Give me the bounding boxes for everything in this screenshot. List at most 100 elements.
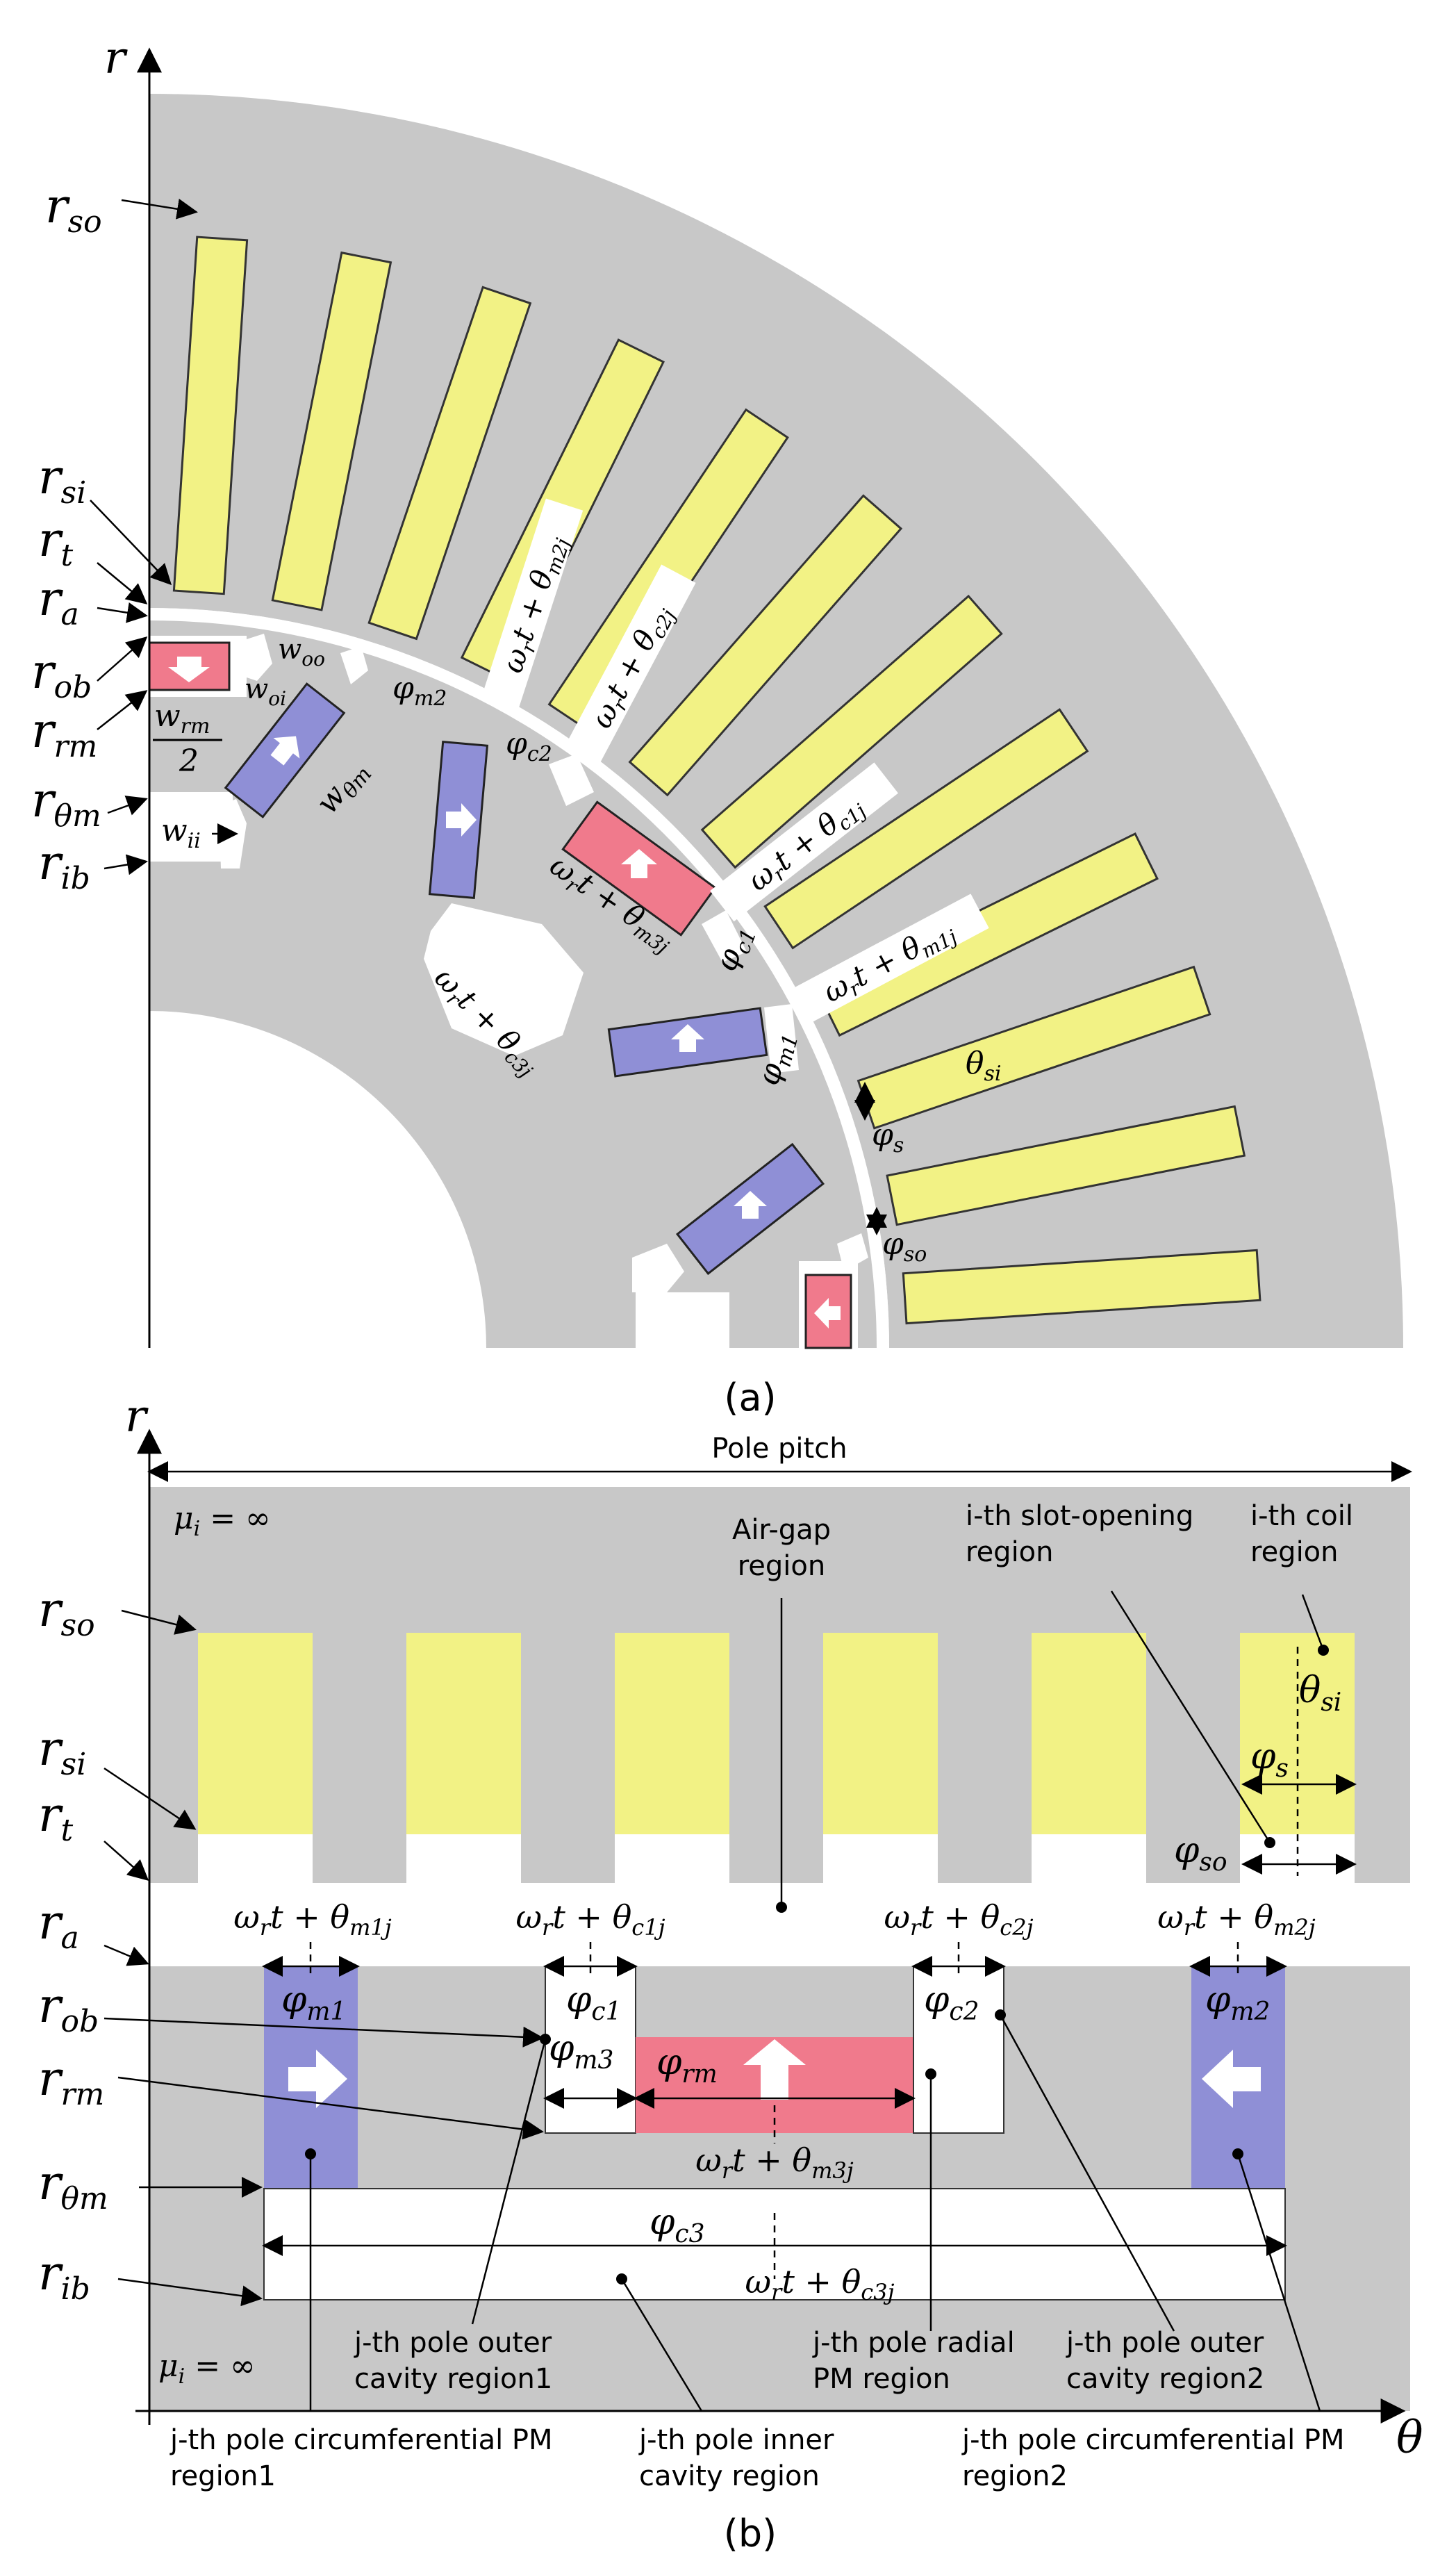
label-r-theta-m-a: rθm <box>31 773 101 834</box>
wt-m1-bg <box>786 894 989 1026</box>
leader-r-so-a <box>121 198 198 220</box>
cavity-m1 <box>764 1004 799 1073</box>
leader-outer-cavity2 <box>999 2014 1175 2332</box>
leader-r-si-a <box>90 500 172 586</box>
leader-slot-opening <box>1110 1590 1271 1843</box>
axis-r-b-label: r <box>125 1391 149 1442</box>
stator-coils <box>172 236 1261 1325</box>
cavity-wedge-1 <box>247 634 272 681</box>
pm-blue-2-arrow <box>446 803 477 837</box>
leader-r-t-b <box>104 1841 149 1881</box>
coil-b-2 <box>406 1633 521 1834</box>
outer-cavity-2-b <box>913 1966 1004 2134</box>
stator-coil-a <box>886 1105 1246 1226</box>
cavity-c3 <box>424 903 584 1056</box>
pm-circ-1-arrow <box>288 2050 347 2108</box>
stator-coil-a <box>628 494 903 797</box>
stator-coil-a <box>902 1249 1261 1325</box>
mu-bottom: μi = ∞ <box>158 2348 256 2389</box>
stator-coil-a <box>271 251 392 611</box>
label-r-t-b: rt <box>38 1788 74 1848</box>
cavity-bottom <box>636 1292 729 1348</box>
leader-inner-cavity <box>620 2278 703 2412</box>
stator-coil-a <box>763 708 1089 950</box>
stator-coil-a <box>367 286 532 641</box>
rotor-pole-features <box>148 634 868 1349</box>
label-r-ib-a: rib <box>38 836 90 896</box>
label-wt-m2-b: ωrt + θm2j <box>1157 1898 1315 1941</box>
leader-r-si-b <box>104 1767 197 1830</box>
leader-r-so-b <box>121 1609 197 1635</box>
pm-blue-3-arrow <box>671 1024 704 1052</box>
coil-b-3 <box>615 1633 729 1834</box>
label-r-ob-a: rob <box>31 645 92 705</box>
cavity-wedge-2 <box>340 646 368 684</box>
mu-top: μi = ∞ <box>174 1501 271 1541</box>
coil-b-4 <box>823 1633 938 1834</box>
figure-a: r rso rsi rt ra rob rrm rθm rib woo woi … <box>31 33 1403 1419</box>
label-r-theta-m-b: rθm <box>38 2156 108 2216</box>
cavity-c2 <box>549 754 594 806</box>
label-wt-c1-b: ωrt + θc1j <box>516 1898 665 1941</box>
caption-a: (a) <box>724 1376 776 1419</box>
leader-r-a-a <box>97 602 148 623</box>
wt-c1-bg <box>710 762 898 922</box>
label-wt-c2-b: ωrt + θc2j <box>884 1898 1034 1941</box>
leader-r-a-b <box>104 1944 149 1966</box>
leader-outer-cavity1 <box>471 2039 547 2325</box>
caption-b: (b) <box>724 2512 777 2555</box>
slot-open-b-5 <box>1032 1834 1146 1883</box>
label-phi-rm-b: φrm <box>656 2041 718 2089</box>
cavity-c1 <box>702 910 747 962</box>
radius-labels-b: rso rsi rt ra rob rrm rθm rib <box>38 1583 544 2307</box>
label-r-ob-b: rob <box>38 1979 99 2039</box>
label-r-so-a: rso <box>45 179 102 240</box>
leader-coil <box>1301 1594 1325 1651</box>
stator-coil-a <box>700 594 1003 869</box>
pole-pitch-label: Pole pitch <box>711 1433 847 1465</box>
label-r-so-b: rso <box>38 1583 95 1643</box>
axis-r-a-label: r <box>104 33 128 84</box>
label-theta-si-a: θsi <box>966 1046 1002 1086</box>
pm-circ-2-arrow <box>1202 2050 1261 2108</box>
coil-b-5 <box>1032 1633 1146 1834</box>
label-r-ib-b: rib <box>38 2246 90 2307</box>
leader-r-rm-b <box>117 2076 544 2140</box>
leader-r-rm-a <box>97 690 148 730</box>
label-theta-si-b: θsi <box>1299 1670 1341 1717</box>
figure-b: r θ Pole pitch μi = ∞ μi = ∞ rso rsi rt … <box>38 1391 1423 2555</box>
label-phi-so-a: φso <box>882 1226 927 1267</box>
wt-c2-bg <box>563 564 696 767</box>
wt-m2-bg <box>481 498 584 709</box>
label-wt-m1-b: ωrt + θm1j <box>233 1898 391 1941</box>
label-r-a-a: ra <box>38 572 79 632</box>
coils-b <box>198 1633 1355 1883</box>
pm-blue-4-arrow <box>734 1191 767 1219</box>
coil-b-1 <box>198 1633 313 1834</box>
radial-pm-arrow <box>743 2039 806 2100</box>
cavity-lower-1 <box>632 1244 684 1292</box>
pm-red-radial-arrow <box>621 849 657 878</box>
leader-r-ib-a <box>104 854 148 875</box>
leader-r-theta-m-a <box>107 796 148 816</box>
label-r-rm-a: rrm <box>31 704 97 764</box>
pm-blue-1-arrow <box>270 736 300 766</box>
axis-theta-b-label: θ <box>1396 2412 1423 2464</box>
label-r-rm-b: rrm <box>38 2052 104 2112</box>
label-r-a-b: ra <box>38 1895 79 1956</box>
stator-block-b <box>149 1487 1410 1883</box>
pm-red-top-arrow <box>168 657 210 682</box>
slot-open-b-4 <box>823 1834 938 1883</box>
slot-open-b-1 <box>198 1834 313 1883</box>
slot-open-b-2 <box>406 1834 521 1883</box>
